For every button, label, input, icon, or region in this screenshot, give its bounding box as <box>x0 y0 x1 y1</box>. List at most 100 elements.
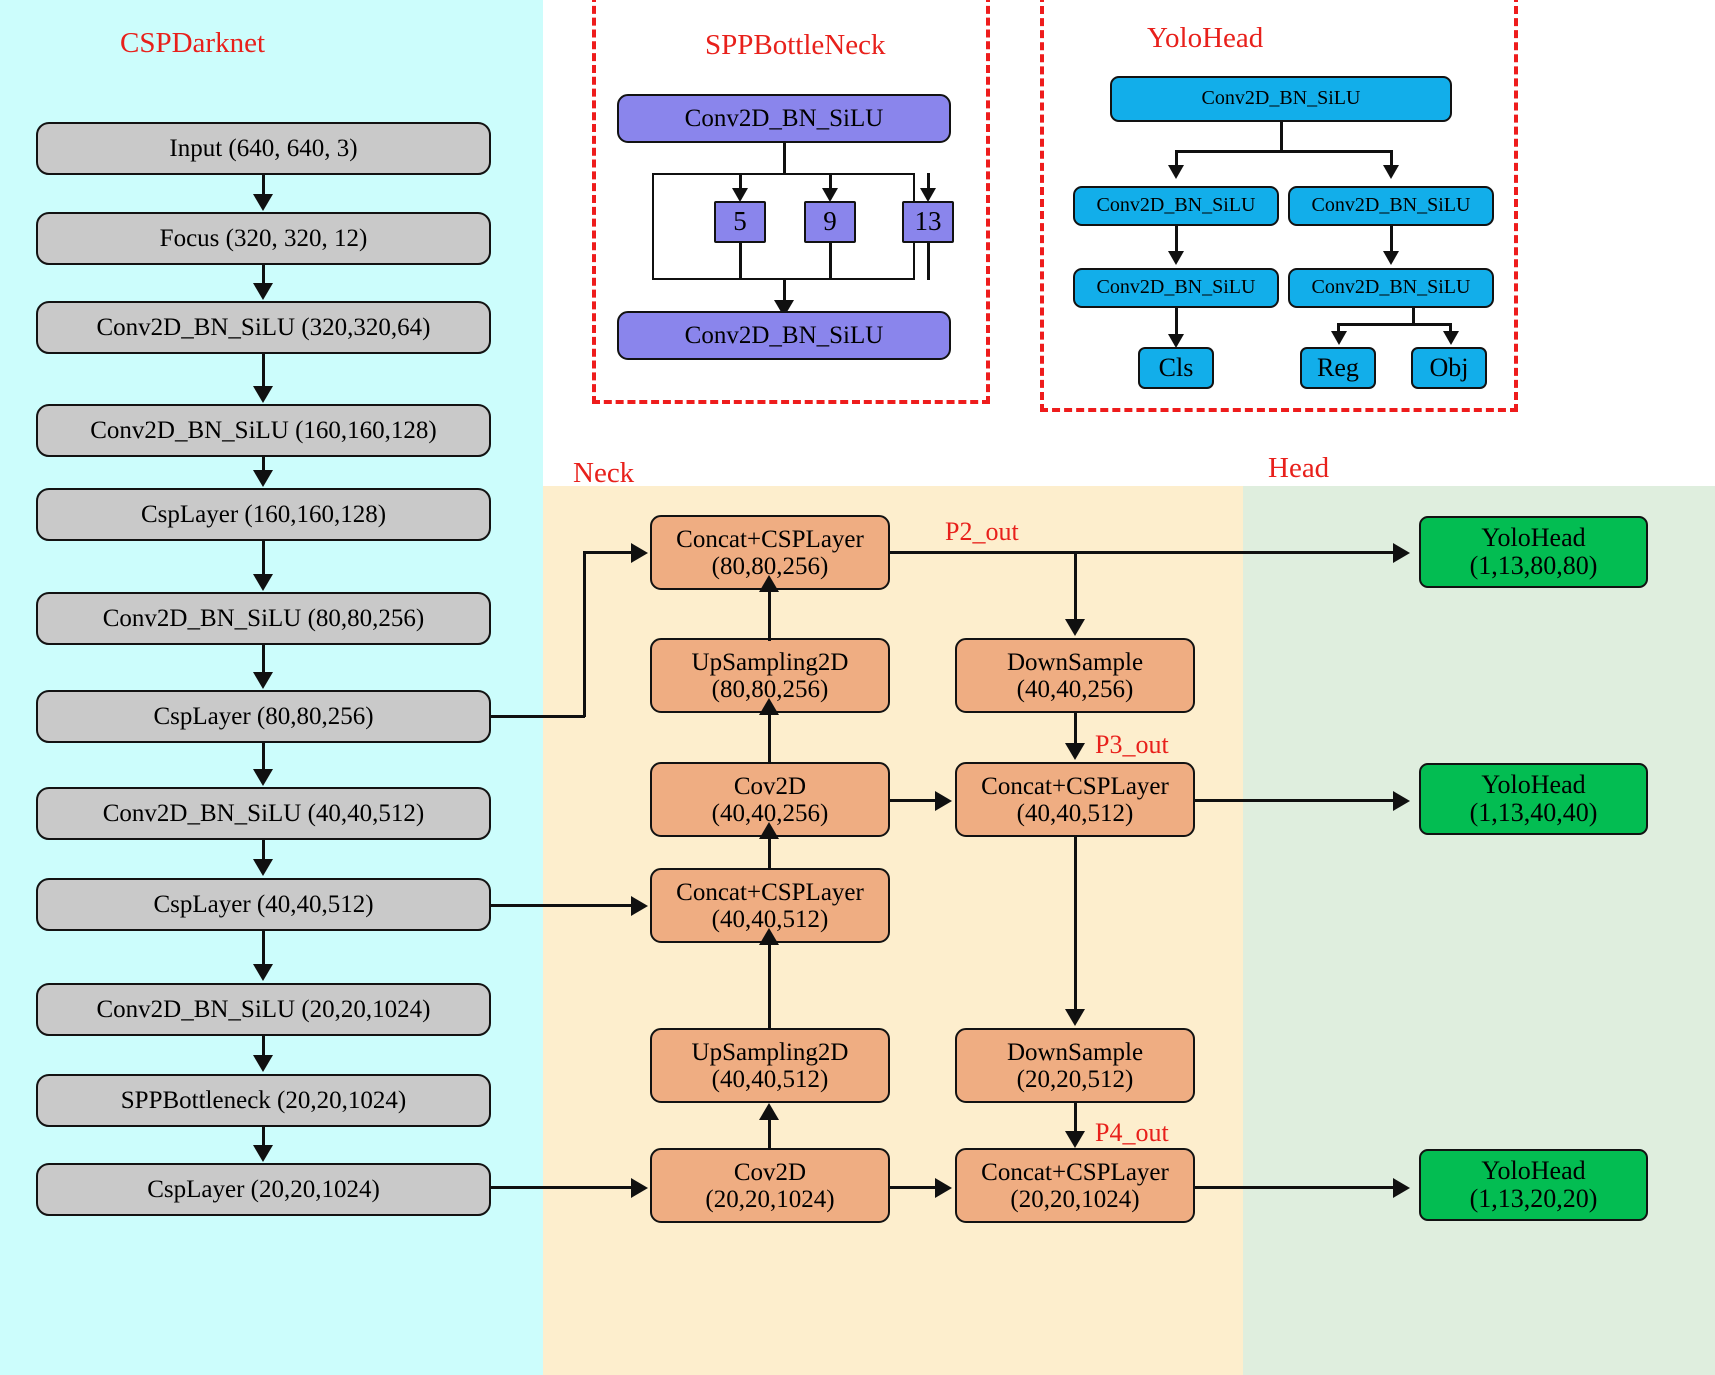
arrowhead-ups40 <box>759 1103 779 1120</box>
yolohead-right-link <box>1390 226 1393 254</box>
connector-concatp4-to-head <box>1195 1186 1395 1189</box>
connector-backbone-6 <box>262 645 265 673</box>
yolohead-regobj-rail <box>1338 323 1451 326</box>
yolohead-arrowhead-cls <box>1168 334 1184 348</box>
yolohead-right-conv-2: Conv2D_BN_SiLU <box>1288 268 1494 308</box>
connector-backbone-2 <box>262 265 265 286</box>
head-node-yolohead-20: YoloHead(1,13,20,20) <box>1419 1149 1648 1221</box>
arrowhead-concat-p3 <box>1065 743 1085 760</box>
connector-backbone-7 <box>262 743 265 770</box>
yolohead-left-link <box>1175 226 1178 254</box>
spp-stem-line <box>783 143 786 175</box>
arrowhead-backbone-5 <box>253 574 273 591</box>
arrowhead-backbone-8 <box>253 859 273 876</box>
region-head <box>1243 486 1715 1375</box>
spp-conv-bottom: Conv2D_BN_SiLU <box>617 311 951 360</box>
yolohead-regobj-stem <box>1412 308 1415 325</box>
spp-branch-line-9 <box>829 173 832 191</box>
yolohead-split-rail <box>1176 150 1392 153</box>
spp-merge-line-9 <box>829 243 832 280</box>
spp-branch-line-13 <box>927 173 930 191</box>
arrowhead-backbone-2 <box>253 283 273 300</box>
arrowhead-backbone-11 <box>253 1145 273 1162</box>
connector-csp80-out <box>491 715 585 718</box>
backbone-node-csp-160: CspLayer (160,160,128) <box>36 488 491 541</box>
arrowhead-downsample-40 <box>1065 619 1085 636</box>
backbone-node-input: Input (640, 640, 3) <box>36 122 491 175</box>
backbone-node-csp-80: CspLayer (80,80,256) <box>36 690 491 743</box>
yolohead-split-stem <box>1280 122 1283 152</box>
arrowhead-cov2d40 <box>759 822 779 839</box>
yolohead-split-right-drop <box>1390 150 1393 168</box>
neck-node-downsample-40: DownSample(40,40,256) <box>955 638 1195 713</box>
flow-label-p4out: P4_out <box>1095 1118 1169 1147</box>
caption-sppbottleneck: SPPBottleNeck <box>705 29 886 61</box>
backbone-node-csp-40: CspLayer (40,40,512) <box>36 878 491 931</box>
spp-arrowhead-5 <box>732 188 748 202</box>
connector-backbone-8 <box>262 840 265 861</box>
neck-node-downsample-20: DownSample(20,20,512) <box>955 1028 1195 1103</box>
connector-backbone-3 <box>262 354 265 387</box>
yolohead-reg-drop <box>1337 323 1340 334</box>
connector-backbone-1 <box>262 175 265 197</box>
connector-down40-to-concatp3 <box>1074 713 1077 745</box>
spp-fan-rail <box>652 173 915 280</box>
yolohead-left-conv-1: Conv2D_BN_SiLU <box>1073 186 1279 226</box>
yolohead-output-obj: Obj <box>1411 347 1487 389</box>
neck-node-concat-p4: Concat+CSPLayer(20,20,1024) <box>955 1148 1195 1223</box>
backbone-node-conv-80: Conv2D_BN_SiLU (80,80,256) <box>36 592 491 645</box>
arrowhead-head-80 <box>1393 543 1410 563</box>
connector-csp20-out <box>491 1186 633 1189</box>
arrowhead-concatp3-left <box>935 791 952 811</box>
yolohead-arrowhead-right1 <box>1383 165 1399 179</box>
yolohead-arrowhead-left2 <box>1168 251 1184 265</box>
arrowhead-concatp2 <box>759 575 779 592</box>
arrowhead-head-20 <box>1393 1178 1410 1198</box>
yolohead-arrowhead-obj <box>1443 331 1459 345</box>
neck-node-concat-p3: Concat+CSPLayer(40,40,512) <box>955 762 1195 837</box>
yolohead-output-reg: Reg <box>1300 347 1376 389</box>
connector-csp40-out <box>491 904 633 907</box>
spp-merge-stem <box>783 280 786 303</box>
arrowhead-backbone-9 <box>253 964 273 981</box>
spp-merge-line-13 <box>927 243 930 280</box>
arrowhead-head-40 <box>1393 791 1410 811</box>
arrowhead-cov2d-20-left <box>631 1178 648 1198</box>
yolohead-output-cls: Cls <box>1138 347 1214 389</box>
arrowhead-concat40 <box>759 928 779 945</box>
connector-csp80-into-concat <box>583 551 633 554</box>
arrowhead-ups80 <box>759 698 779 715</box>
arrowhead-backbone-3 <box>253 386 273 403</box>
yolohead-cls-link <box>1175 308 1178 337</box>
connector-backbone-10 <box>262 1036 265 1057</box>
connector-cov2d40-to-concatp3 <box>890 799 937 802</box>
backbone-node-conv-160: Conv2D_BN_SiLU (160,160,128) <box>36 404 491 457</box>
region-neck <box>543 486 1243 1375</box>
connector-backbone-9 <box>262 931 265 966</box>
spp-merge-line-5 <box>739 243 742 280</box>
connector-concat40-to-cov2d40 <box>768 839 771 870</box>
arrowhead-backbone-6 <box>253 672 273 689</box>
spp-pool-13: 13 <box>902 201 954 243</box>
backbone-node-sppbottleneck: SPPBottleneck (20,20,1024) <box>36 1074 491 1127</box>
backbone-node-conv-20: Conv2D_BN_SiLU (20,20,1024) <box>36 983 491 1036</box>
spp-branch-line-5 <box>739 173 742 191</box>
backbone-node-conv-40: Conv2D_BN_SiLU (40,40,512) <box>36 787 491 840</box>
spp-pool-5: 5 <box>714 201 766 243</box>
connector-concatp3-down <box>1074 837 1077 1011</box>
arrowhead-backbone-1 <box>253 194 273 211</box>
connector-ups40-to-concat40 <box>768 945 771 1030</box>
caption-yolohead-detail: YoloHead <box>1147 22 1264 54</box>
arrowhead-backbone-7 <box>253 769 273 786</box>
neck-node-upsampling-40: UpSampling2D(40,40,512) <box>650 1028 890 1103</box>
connector-p2out-rail <box>890 551 1395 554</box>
connector-concatp3-to-head <box>1195 799 1395 802</box>
arrowhead-backbone-10 <box>253 1055 273 1072</box>
connector-csp80-up <box>583 551 586 717</box>
yolohead-obj-drop <box>1449 323 1452 334</box>
flow-label-p3out: P3_out <box>1095 730 1169 759</box>
connector-backbone-11 <box>262 1127 265 1146</box>
head-node-yolohead-80: YoloHead(1,13,80,80) <box>1419 516 1648 588</box>
yolohead-stem-conv: Conv2D_BN_SiLU <box>1110 76 1452 122</box>
